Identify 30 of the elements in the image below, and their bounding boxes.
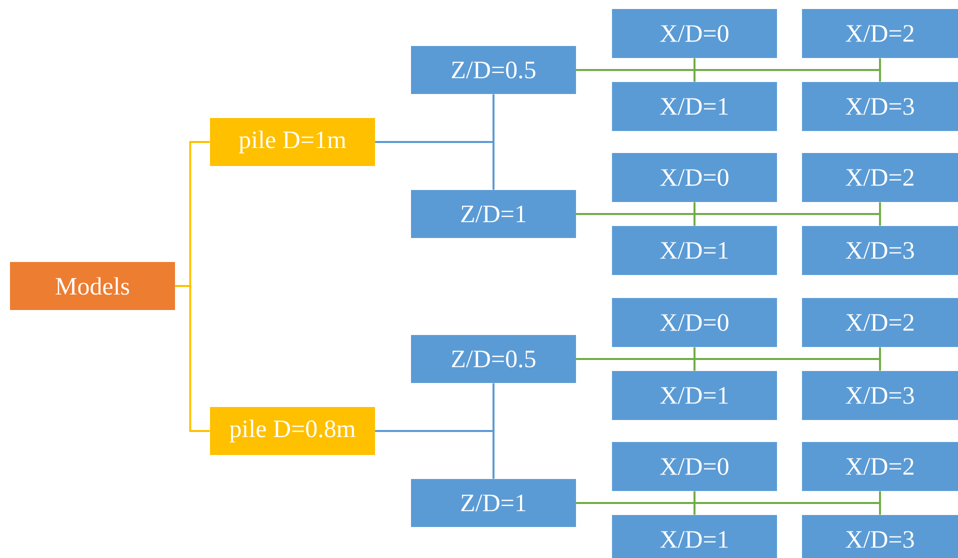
position-box: X/D=3 [802,515,958,558]
depth-box: Z/D=1 [411,479,576,527]
branch-line [576,502,881,515]
pile-box: pile D=0.8m [210,407,375,455]
position-box: X/D=3 [802,82,958,131]
pile-box: pile D=1m [210,118,375,166]
branch-line [576,213,881,226]
depth-box: Z/D=0.5 [411,335,576,383]
root-box: Models [10,262,175,310]
bracket-connector [375,430,494,479]
position-box: X/D=1 [612,226,777,275]
position-box: X/D=0 [612,9,777,58]
position-box: X/D=1 [612,515,777,558]
position-box: X/D=2 [802,9,958,58]
position-box: X/D=2 [802,153,958,202]
bracket-connector [375,141,494,190]
position-box: X/D=2 [802,298,958,347]
depth-box: Z/D=1 [411,190,576,238]
depth-box: Z/D=0.5 [411,46,576,94]
position-box: X/D=1 [612,82,777,131]
position-box: X/D=3 [802,226,958,275]
position-box: X/D=0 [612,153,777,202]
position-box: X/D=0 [612,442,777,491]
position-box: X/D=2 [802,442,958,491]
position-box: X/D=3 [802,371,958,420]
position-box: X/D=0 [612,298,777,347]
position-box: X/D=1 [612,371,777,420]
branch-line [576,358,881,371]
branch-line [576,69,881,82]
bracket-connector [175,285,210,432]
